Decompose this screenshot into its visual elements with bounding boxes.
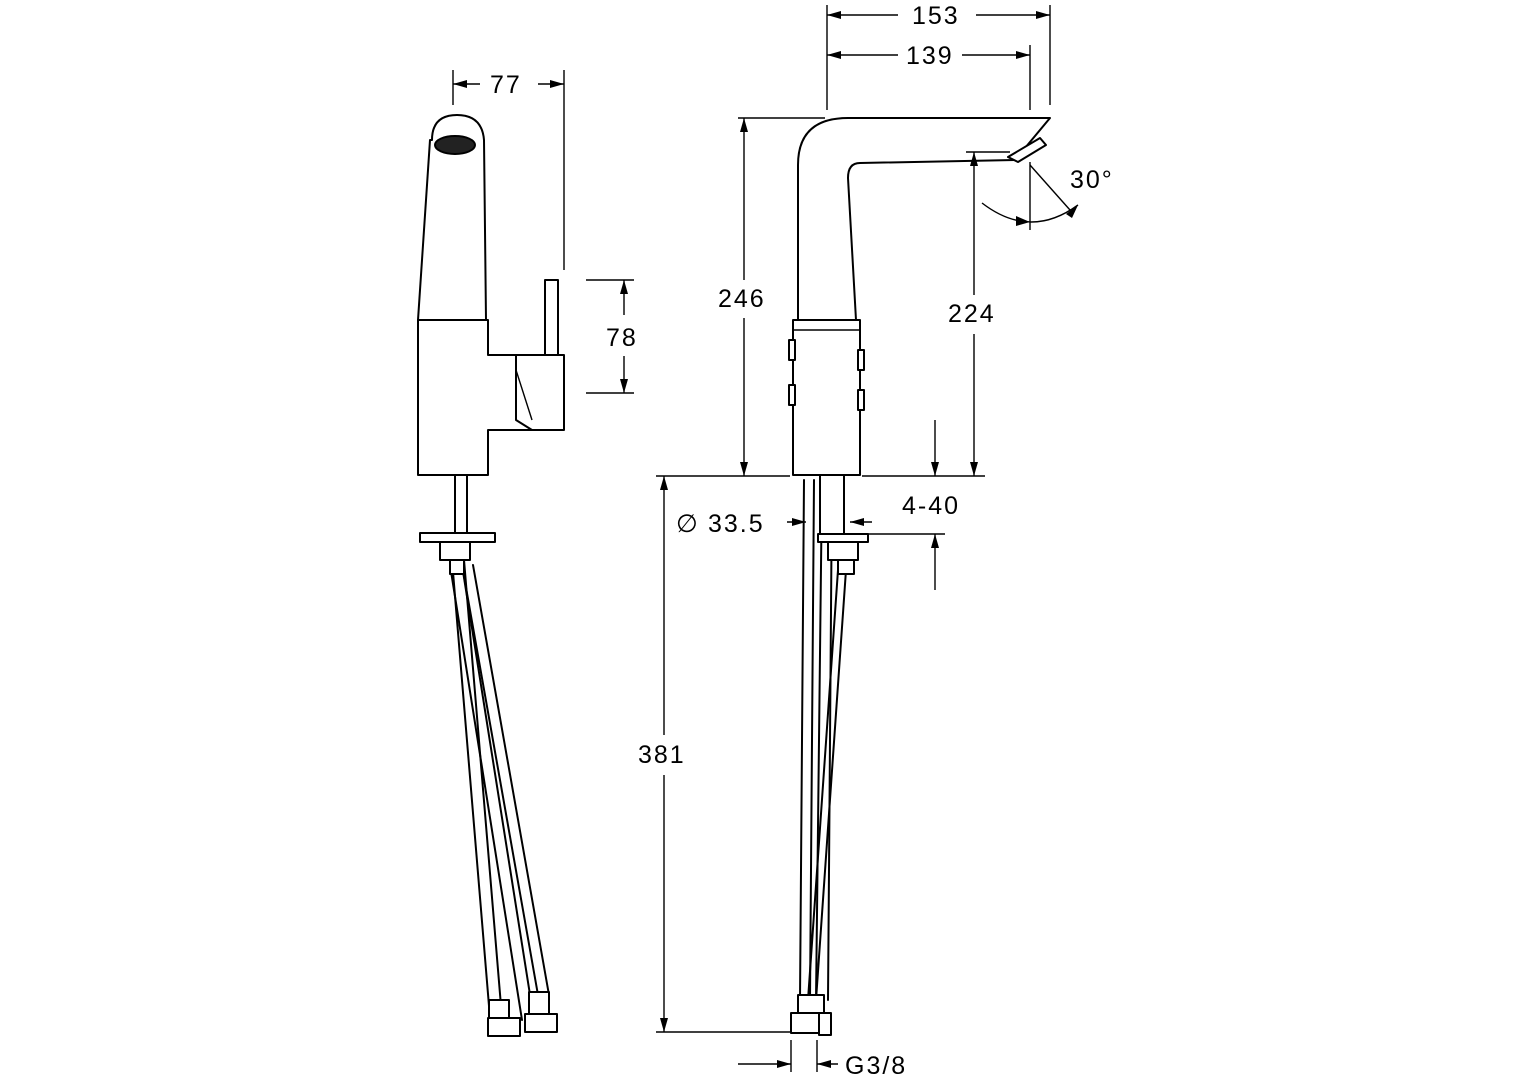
dim-spout-total-reach: 153 [912,2,960,30]
dim-spout-reach: 139 [906,42,954,70]
front-view-hoses [799,479,847,1001]
dim-diameter-symbol: ∅ [676,510,700,538]
dim-side-width: 77 [490,71,522,99]
dim-counter-thickness: 4-40 [902,492,960,520]
dim-spray-angle: 30° [1070,166,1114,194]
dim-lever-height: 78 [606,324,638,352]
dim-hose-length: 381 [638,741,686,769]
faucet-front-view: 153 139 30° 246 224 [638,2,1114,1080]
dim-body-height: 246 [718,285,766,313]
side-view-hoses [449,559,550,1021]
front-view-body [792,319,861,476]
dim-connection-thread: G3/8 [845,1052,907,1080]
side-view-lever [544,279,559,361]
faucet-side-view: 77 78 [417,70,638,1037]
side-view-column [417,114,487,321]
side-view-lever-base [515,354,565,431]
dim-hole-diameter: 33.5 [708,510,765,538]
front-view-spout [797,117,1051,321]
dim-outlet-height: 224 [948,300,996,328]
side-view-aerator [434,135,476,155]
